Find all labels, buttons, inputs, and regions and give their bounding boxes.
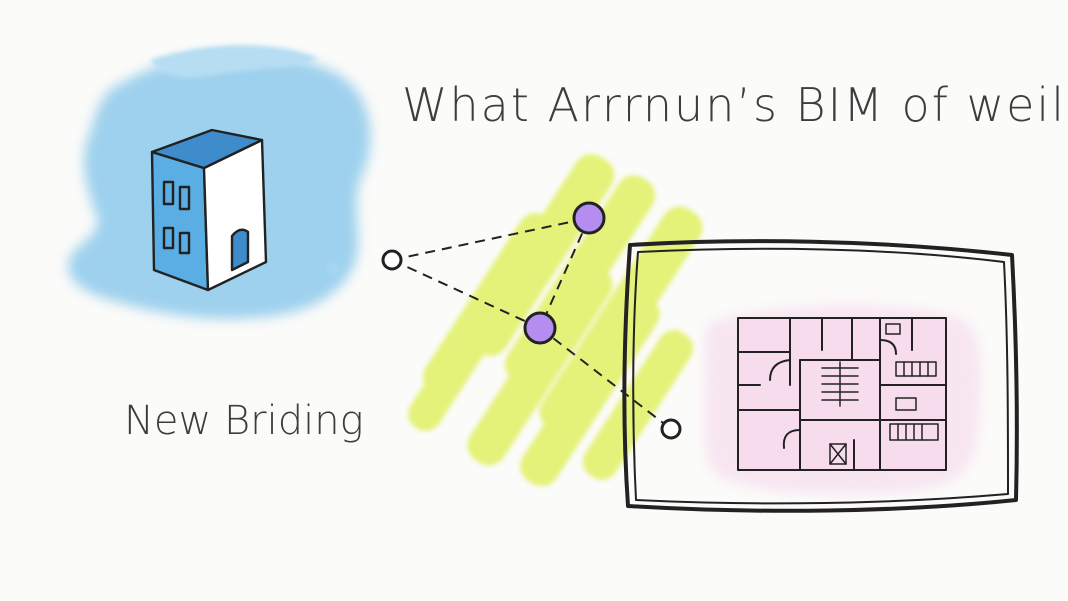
edge-top-middle (539, 217, 590, 329)
node-middle (523, 311, 557, 345)
node-top (572, 201, 606, 235)
yellow-wash (408, 154, 703, 487)
edge-middle-end (539, 327, 672, 430)
node-start (381, 249, 403, 271)
node-end (660, 418, 682, 440)
diagram-edges (391, 217, 672, 430)
building-label: New Briding (124, 398, 364, 444)
floor-plan-frame (622, 239, 1019, 513)
headline: What Arrrnun’s BIM of weill (402, 78, 1068, 132)
diagram-nodes (381, 201, 682, 440)
building-icon (150, 128, 268, 292)
floor-plan-icon (737, 317, 947, 471)
